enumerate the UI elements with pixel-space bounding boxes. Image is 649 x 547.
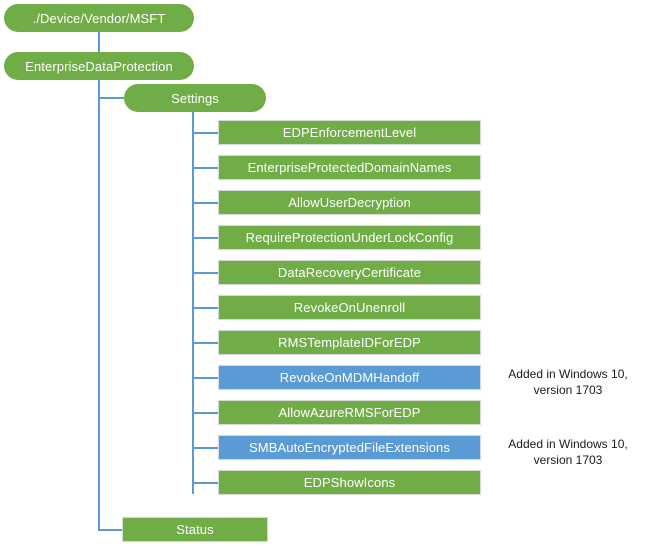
node-setting-requireprotectionunderlockconfig[interactable]: RequireProtectionUnderLockConfig <box>218 225 481 250</box>
connector-edp-trunk <box>98 80 100 530</box>
connector-settings-child-11 <box>192 482 218 484</box>
connector-settings-child-5 <box>192 272 218 274</box>
node-setting-label: DataRecoveryCertificate <box>277 265 422 280</box>
node-setting-label: AllowUserDecryption <box>288 195 411 210</box>
connector-settings-child-6 <box>192 307 218 309</box>
node-status[interactable]: Status <box>122 517 268 542</box>
connector-root-trunk <box>98 32 100 52</box>
node-root-label: ./Device/Vendor/MSFT <box>32 10 166 26</box>
node-settings[interactable]: Settings <box>124 84 266 112</box>
connector-settings-trunk <box>192 112 194 494</box>
node-setting-label: SMBAutoEncryptedFileExtensions <box>249 440 450 455</box>
node-enterprisedataprotection[interactable]: EnterpriseDataProtection <box>4 52 194 80</box>
connector-to-settings <box>98 97 124 99</box>
node-setting-enterpriseprotecteddomainnames[interactable]: EnterpriseProtectedDomainNames <box>218 155 481 180</box>
node-setting-datarecoverycertificate[interactable]: DataRecoveryCertificate <box>218 260 481 285</box>
node-setting-label: EDPEnforcementLevel <box>282 125 417 140</box>
connector-settings-child-10 <box>192 447 218 449</box>
node-setting-smbautoencryptedfileextensions[interactable]: SMBAutoEncryptedFileExtensions <box>218 435 481 460</box>
node-settings-label: Settings <box>171 90 219 106</box>
node-enterprisedataprotection-label: EnterpriseDataProtection <box>25 58 173 74</box>
node-setting-revokeonmdmhandoff[interactable]: RevokeOnMDMHandoff <box>218 365 481 390</box>
node-setting-label: RevokeOnMDMHandoff <box>279 370 420 385</box>
node-setting-label: RevokeOnUnenroll <box>293 300 406 315</box>
connector-settings-child-4 <box>192 237 218 239</box>
annotation-revokeonmdmhandoff: Added in Windows 10, version 1703 <box>508 367 628 397</box>
node-setting-label: AllowAzureRMSForEDP <box>278 405 421 420</box>
connector-settings-child-7 <box>192 342 218 344</box>
annotation-smbautoencryptedfileextensions: Added in Windows 10, version 1703 <box>508 437 628 467</box>
node-status-label: Status <box>176 522 214 537</box>
connector-settings-child-9 <box>192 412 218 414</box>
node-setting-allowuserdecryption[interactable]: AllowUserDecryption <box>218 190 481 215</box>
node-setting-rmstemplateidforedp[interactable]: RMSTemplateIDForEDP <box>218 330 481 355</box>
connector-settings-child-3 <box>192 202 218 204</box>
connector-to-status <box>98 529 122 531</box>
connector-settings-child-8 <box>192 377 218 379</box>
node-setting-edpenforcementlevel[interactable]: EDPEnforcementLevel <box>218 120 481 145</box>
connector-settings-child-1 <box>192 132 218 134</box>
node-setting-label: RequireProtectionUnderLockConfig <box>245 230 454 245</box>
node-setting-label: RMSTemplateIDForEDP <box>278 335 421 350</box>
node-setting-label: EDPShowIcons <box>303 475 396 490</box>
connector-settings-child-2 <box>192 167 218 169</box>
node-setting-allowazurermsforedp[interactable]: AllowAzureRMSForEDP <box>218 400 481 425</box>
node-setting-label: EnterpriseProtectedDomainNames <box>247 160 452 175</box>
node-setting-revokeonunenroll[interactable]: RevokeOnUnenroll <box>218 295 481 320</box>
node-root[interactable]: ./Device/Vendor/MSFT <box>4 4 194 32</box>
node-setting-edpshowicons[interactable]: EDPShowIcons <box>218 470 481 495</box>
